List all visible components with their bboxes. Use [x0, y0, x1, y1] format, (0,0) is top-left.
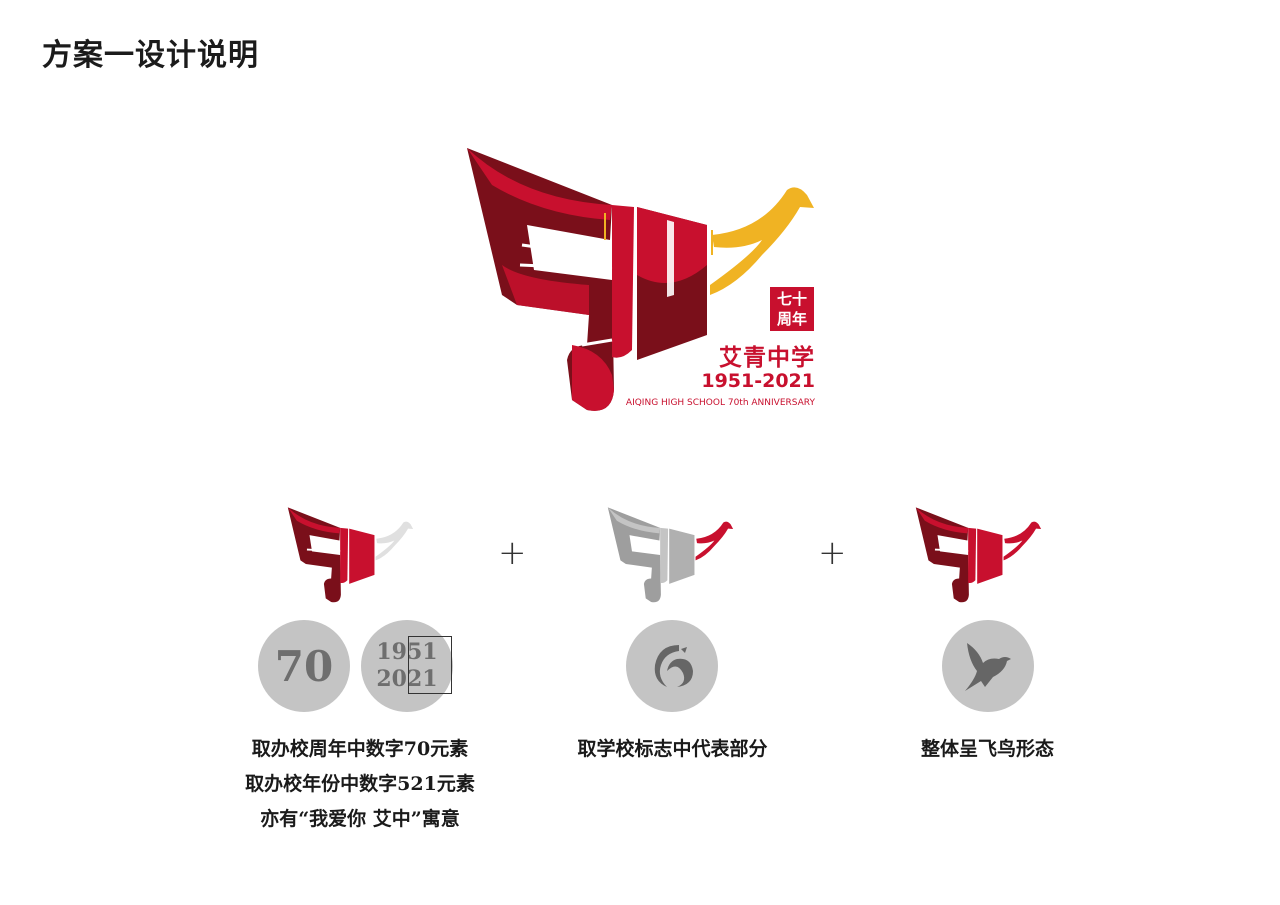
school-name: 艾青中学 — [719, 345, 815, 371]
mini-logo-emblem — [606, 500, 736, 610]
anniversary-line-1: 七十 — [776, 290, 807, 308]
caption-1-line-3: 亦有“我爱你 艾中”寓意 — [260, 808, 460, 830]
school-emblem-icon — [654, 645, 693, 687]
circle-years: 1951 2021 — [361, 620, 453, 712]
page-title: 方案一设计说明 — [42, 38, 259, 73]
caption-1-line-2: 取办校年份中数字521元素 — [245, 773, 475, 795]
circle-year-bottom: 2021 — [376, 666, 438, 692]
caption-group-3: 整体呈飞鸟形态 — [880, 732, 1095, 767]
caption-2-line-1: 取学校标志中代表部分 — [577, 738, 768, 760]
circle-emblem — [626, 620, 718, 712]
year-digit-highlight-box — [408, 636, 452, 694]
circle-year-top: 1951 — [376, 639, 438, 665]
plus-sign-2: + — [818, 533, 847, 573]
main-logo — [462, 145, 822, 415]
anniversary-logo-graphic — [467, 148, 814, 411]
caption-group-1: 取办校周年中数字70元素 取办校年份中数字521元素 亦有“我爱你 艾中”寓意 — [210, 732, 510, 837]
mini-logo-bird — [914, 500, 1044, 610]
plus-sign-1: + — [498, 533, 527, 573]
circle-dove — [942, 620, 1034, 712]
dove-icon — [965, 643, 1011, 691]
caption-group-2: 取学校标志中代表部分 — [545, 732, 800, 767]
school-years: 1951-2021 — [701, 370, 815, 392]
anniversary-line-2: 周年 — [776, 310, 807, 328]
caption-3-line-1: 整体呈飞鸟形态 — [920, 738, 1054, 760]
caption-1-line-1: 取办校周年中数字70元素 — [251, 738, 469, 760]
school-english-name: AIQING HIGH SCHOOL 70th ANNIVERSARY — [625, 398, 815, 408]
anniversary-badge: 七十 周年 — [770, 287, 814, 331]
mini-logo-numbers — [286, 500, 416, 610]
circle-70: 70 — [258, 620, 350, 712]
